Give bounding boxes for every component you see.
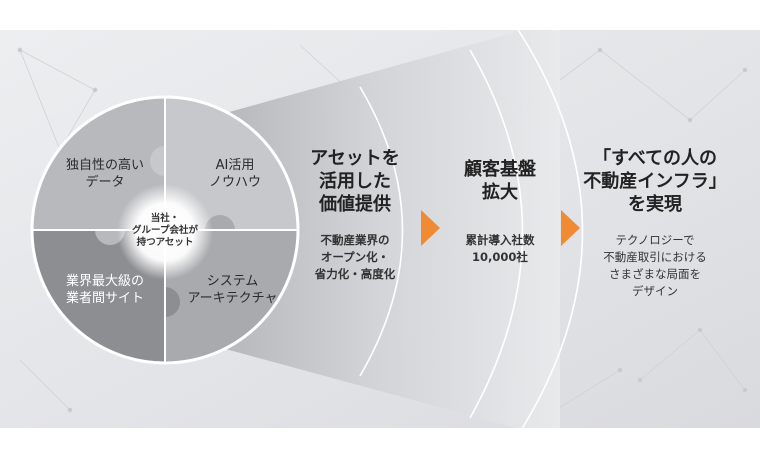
diagram-artwork <box>0 30 760 428</box>
stage3-heading: 「すべての人の 不動産インフラ」 を実現 <box>583 148 727 215</box>
network-pattern <box>17 44 748 423</box>
arrow-right-icon <box>561 210 580 246</box>
diagram-panel: 独自性の高い データ AI活用 ノウハウ 業界最大級の 業者間サイト システム … <box>0 30 760 428</box>
stage-divider-3 <box>517 30 584 428</box>
stage-divider-1 <box>359 86 404 377</box>
stage2-heading: 顧客基盤 拡大 <box>464 159 536 203</box>
puzzle-outline <box>30 95 300 365</box>
quadrant-label-bottom-right: システム アーキテクチャ <box>187 274 278 306</box>
center-label: 当社・ グループ会社が 持つアセット <box>132 213 198 248</box>
stage1-heading: アセットを 活用した 価値提供 <box>310 148 400 215</box>
puzzle-circle <box>32 97 298 363</box>
center-glow <box>117 184 213 280</box>
expansion-fan <box>222 30 560 428</box>
quadrant-label-bottom-left: 業界最大級の 業者間サイト <box>65 274 144 306</box>
arrow-right-icon <box>421 210 440 246</box>
stage-divider-2 <box>469 49 524 419</box>
quadrant-label-top-left: 独自性の高い データ <box>65 158 144 190</box>
stage2-detail: 累計導入社数 10,000社 <box>465 233 535 264</box>
stage1-detail: 不動産業界の オープン化・ 省力化・高度化 <box>314 233 396 281</box>
stage3-detail: テクノロジーで 不動産取引における さまざまな局面を デザイン <box>603 233 707 298</box>
quadrant-label-top-right: AI活用 ノウハウ <box>208 158 261 190</box>
